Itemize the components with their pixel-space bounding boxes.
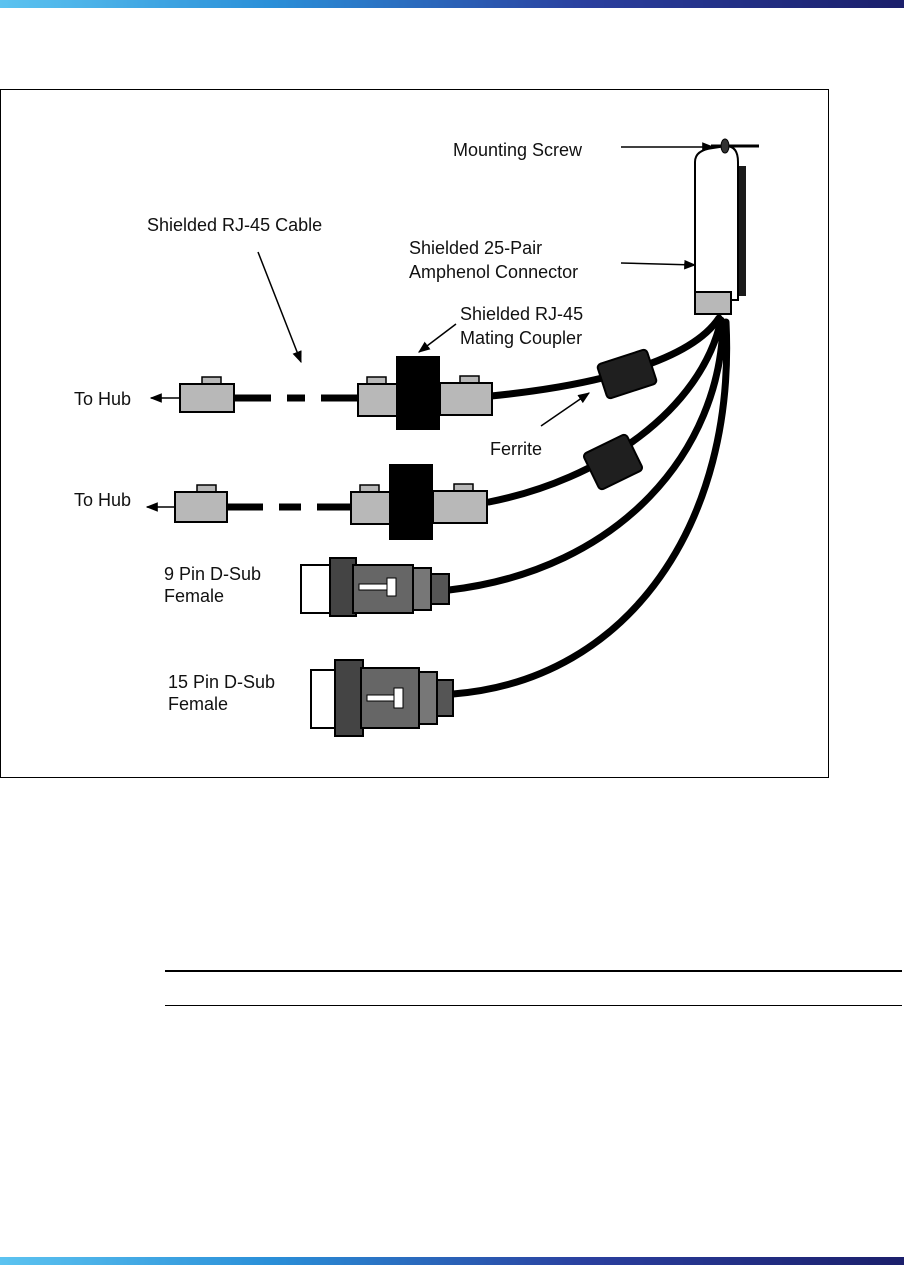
label-amphenol-line2: Amphenol Connector bbox=[409, 262, 578, 282]
footer-band bbox=[0, 1257, 904, 1265]
cables bbox=[445, 314, 731, 698]
rj45-row-2 bbox=[174, 464, 488, 540]
table-rule-top bbox=[165, 970, 902, 972]
ferrite-2 bbox=[583, 433, 643, 491]
arrow-ferrite bbox=[540, 392, 590, 427]
dsub9-connector bbox=[300, 557, 450, 617]
label-to-hub-2: To Hub bbox=[74, 490, 131, 510]
figure-frame: Mounting Screw Shielded RJ-45 Cable Shie… bbox=[0, 89, 829, 778]
label-amphenol-line1: Shielded 25-Pair bbox=[409, 238, 542, 258]
cable-to-dsub9 bbox=[445, 318, 727, 594]
label-mounting-screw: Mounting Screw bbox=[453, 140, 583, 160]
cable-diagram: Mounting Screw Shielded RJ-45 Cable Shie… bbox=[74, 138, 759, 737]
cable-to-dsub15 bbox=[449, 318, 731, 698]
header-band bbox=[0, 0, 904, 8]
dsub15-connector bbox=[310, 659, 454, 737]
rj45-row-1 bbox=[179, 356, 493, 430]
amphenol-connector bbox=[694, 144, 746, 315]
label-dsub9-line1: 9 Pin D-Sub bbox=[164, 564, 261, 584]
arrow-coupler bbox=[418, 323, 457, 353]
arrow-rj45-cable bbox=[257, 251, 302, 364]
label-dsub9-line2: Female bbox=[164, 586, 224, 606]
label-ferrite: Ferrite bbox=[490, 439, 542, 459]
label-dsub15-line1: 15 Pin D-Sub bbox=[168, 672, 275, 692]
label-to-hub-1: To Hub bbox=[74, 389, 131, 409]
ferrite-1 bbox=[596, 348, 658, 400]
label-dsub15-line2: Female bbox=[168, 694, 228, 714]
label-coupler-line2: Mating Coupler bbox=[460, 328, 582, 348]
table-rule-bottom bbox=[165, 1005, 902, 1006]
label-coupler-line1: Shielded RJ-45 bbox=[460, 304, 583, 324]
label-rj45-cable: Shielded RJ-45 Cable bbox=[147, 215, 322, 235]
cable-to-coupler-2 bbox=[485, 316, 725, 506]
arrow-amphenol bbox=[620, 259, 697, 270]
leader-arrows bbox=[145, 142, 715, 512]
mounting-screw bbox=[711, 138, 759, 154]
